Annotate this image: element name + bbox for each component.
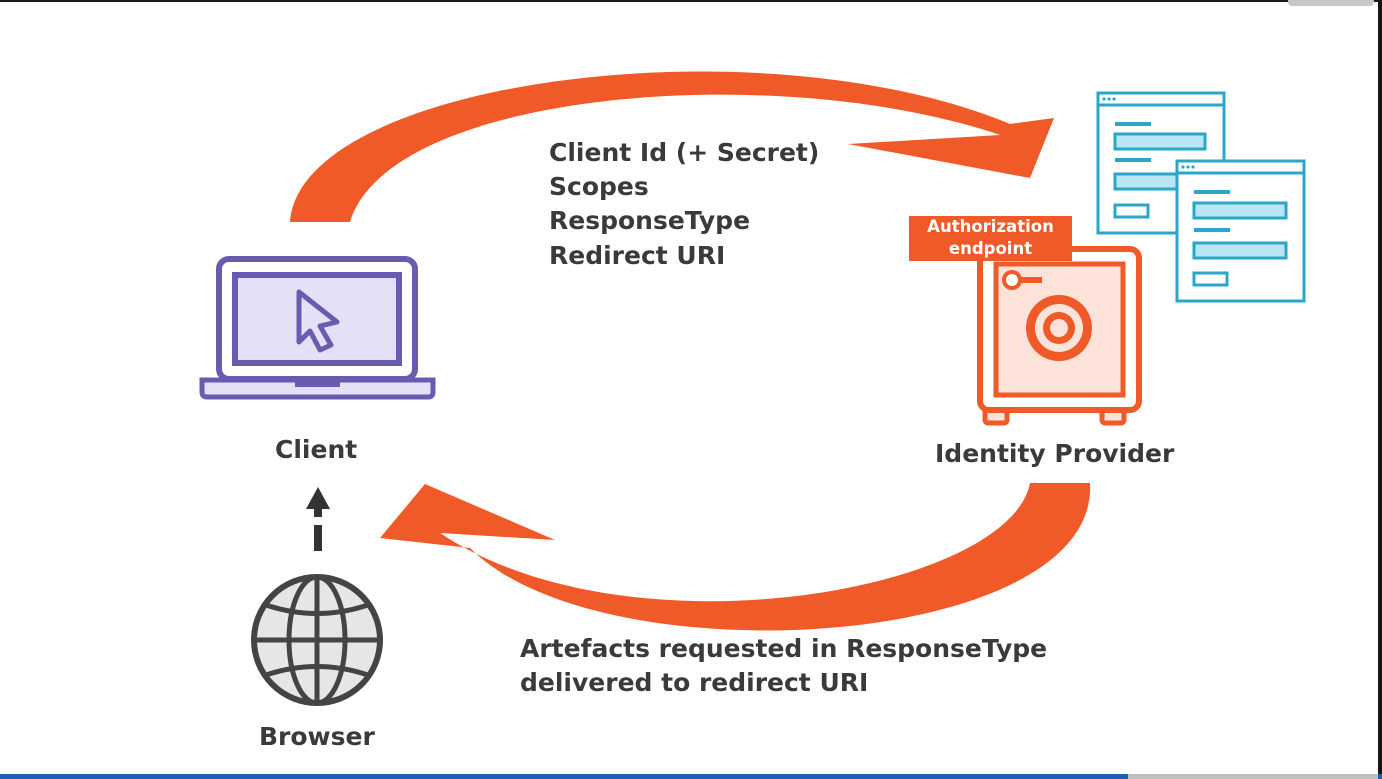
laptop-icon xyxy=(199,256,436,400)
browser-window-icon xyxy=(1175,159,1306,303)
authorization-endpoint-label: Authorization endpoint xyxy=(909,216,1072,261)
request-param-client-id: Client Id (+ Secret) xyxy=(549,138,820,167)
globe-icon xyxy=(251,574,383,706)
request-param-redirect-uri: Redirect URI xyxy=(549,241,726,270)
progress-bar-remaining xyxy=(1128,774,1378,779)
response-arrow xyxy=(380,483,1091,631)
client-label: Client xyxy=(275,435,358,464)
request-arrow xyxy=(290,71,1054,222)
dashed-up-arrow-icon xyxy=(306,487,330,551)
scroll-tab[interactable] xyxy=(1288,0,1374,6)
window-top-edge xyxy=(0,0,1382,2)
request-param-scopes: Scopes xyxy=(549,172,649,201)
progress-bar[interactable] xyxy=(0,774,1382,779)
identity-provider-label: Identity Provider xyxy=(935,439,1175,468)
safe-icon xyxy=(977,246,1142,426)
authorization-endpoint-line-1: Authorization xyxy=(927,217,1054,236)
authorization-endpoint-line-2: endpoint xyxy=(948,239,1033,258)
browser-label: Browser xyxy=(259,722,375,751)
window-right-edge xyxy=(1378,0,1382,779)
response-text-line-1: Artefacts requested in ResponseType xyxy=(520,634,1048,663)
request-param-response-type: ResponseType xyxy=(549,206,751,235)
response-text-line-2: delivered to redirect URI xyxy=(520,668,869,697)
